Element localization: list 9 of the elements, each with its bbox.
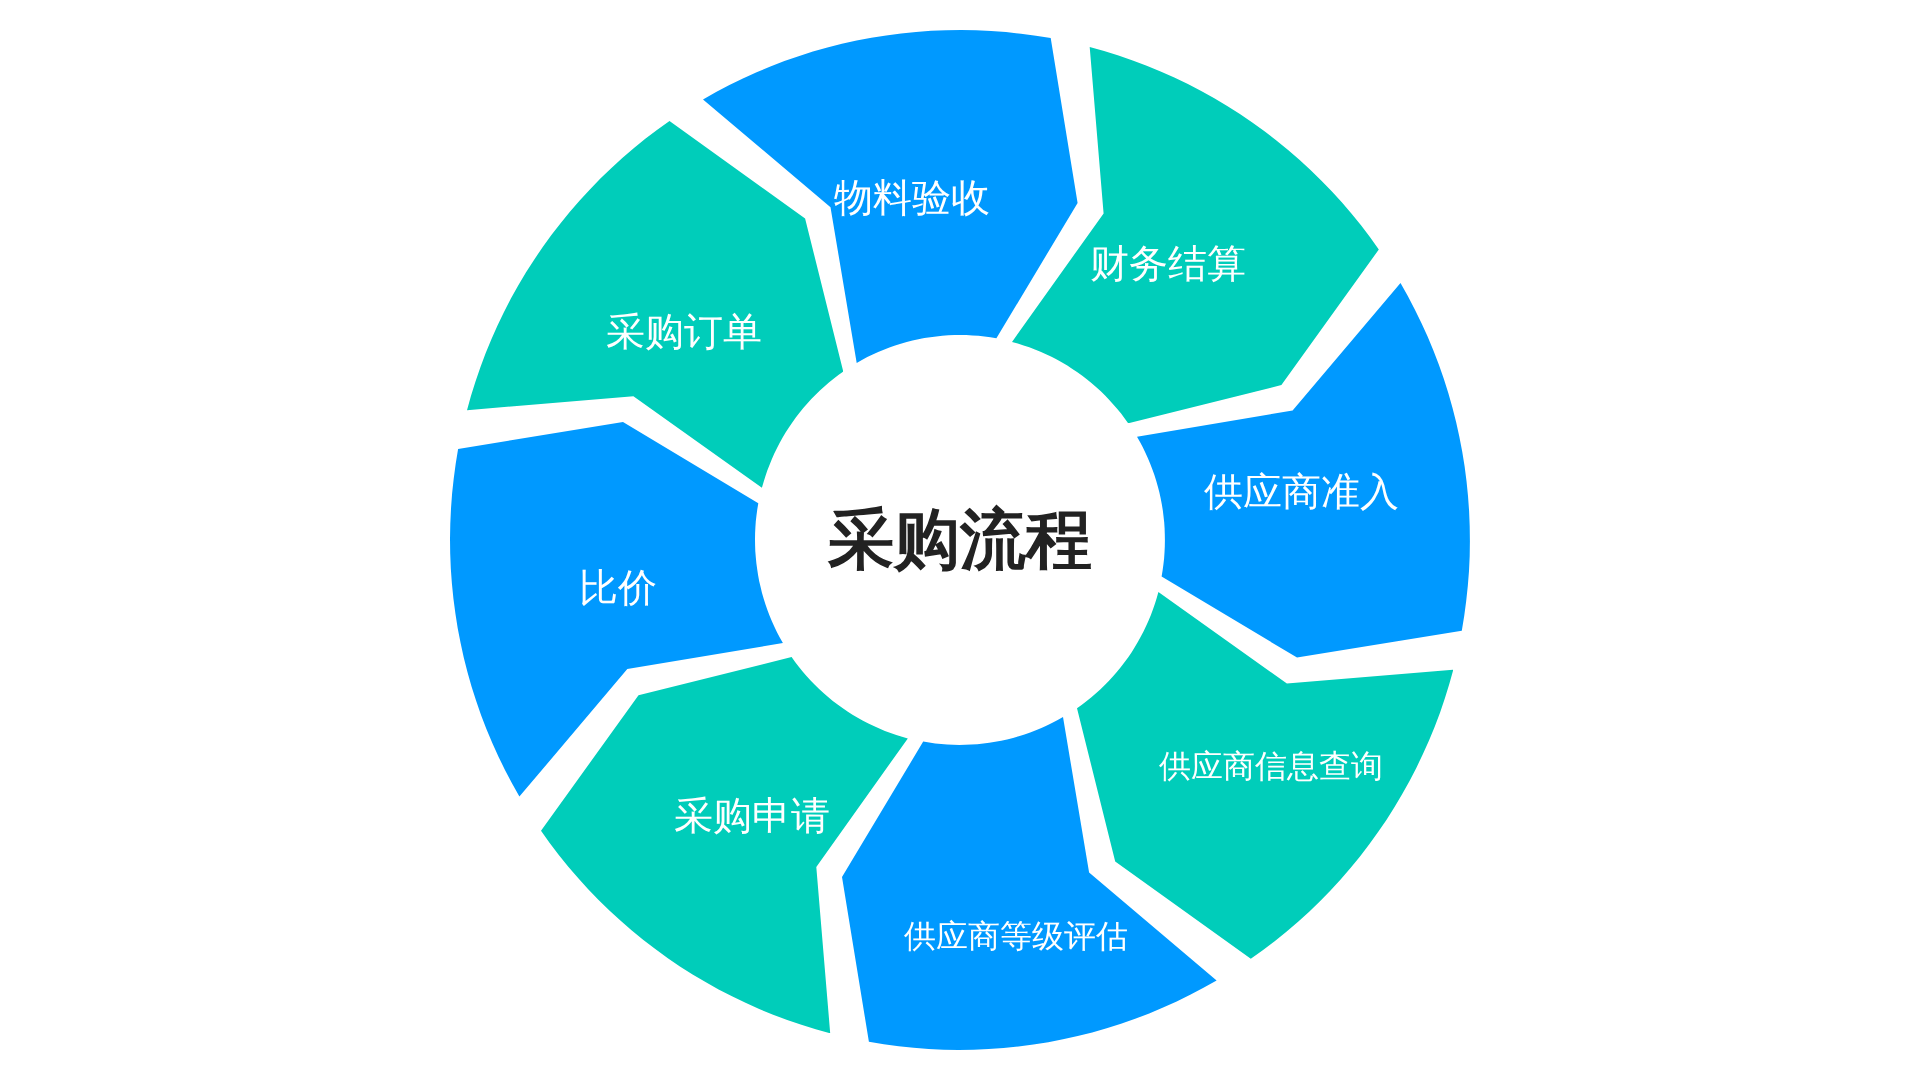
segment-label: 比价 bbox=[579, 564, 658, 612]
segment-label: 财务结算 bbox=[1089, 241, 1246, 288]
segment-label: 采购订单 bbox=[606, 308, 763, 356]
segment-label: 物料验收 bbox=[833, 174, 990, 222]
segment-label: 采购申请 bbox=[674, 792, 831, 839]
segment-label: 供应商信息查询 bbox=[1159, 747, 1384, 786]
segment-label: 供应商准入 bbox=[1204, 468, 1400, 516]
segment-label: 供应商等级评估 bbox=[903, 916, 1128, 956]
center-title: 采购流程 bbox=[820, 498, 1100, 582]
